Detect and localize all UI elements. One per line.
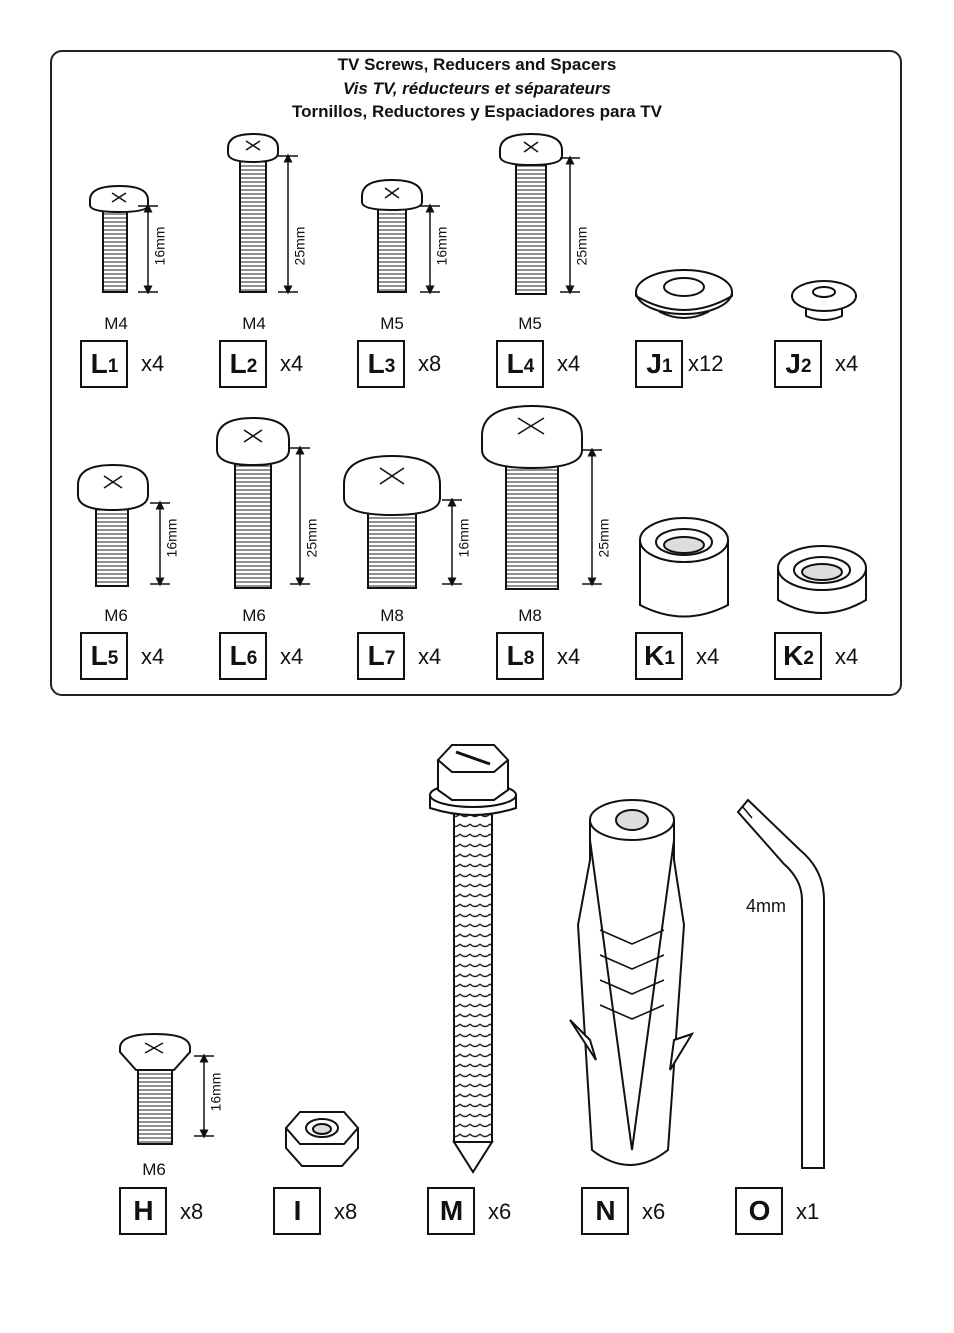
size-label-l8: M8 xyxy=(518,606,542,625)
tv-hardware-panel xyxy=(50,50,902,696)
qty-h: x8 xyxy=(180,1199,204,1224)
length-label-l7: 16mm xyxy=(455,518,472,558)
size-label-l6: M6 xyxy=(242,606,266,625)
lag-bolt-m-icon xyxy=(429,744,517,1174)
qty-l1: x4 xyxy=(141,351,165,376)
screw-l6-icon xyxy=(216,416,290,589)
length-label-l6: 25mm xyxy=(303,518,320,558)
size-label-l3: M5 xyxy=(380,314,404,333)
size-label-h: M6 xyxy=(142,1160,166,1179)
hex-key-o-icon xyxy=(736,798,825,1169)
spacer-k1-icon xyxy=(639,517,729,618)
screw-l2-icon xyxy=(227,132,279,293)
screw-h-icon xyxy=(119,1032,191,1145)
qty-l4: x4 xyxy=(557,351,581,376)
part-box-i: I xyxy=(273,1187,321,1235)
part-box-h: H xyxy=(119,1187,167,1235)
nut-i-icon xyxy=(284,1111,360,1167)
title-english: TV Screws, Reducers and Spacers xyxy=(337,55,617,74)
length-label-l1: 16mm xyxy=(151,226,168,266)
reducer-j2-icon xyxy=(791,280,857,321)
qty-m: x6 xyxy=(488,1199,512,1224)
qty-k1: x4 xyxy=(696,644,720,669)
qty-j1: x12 xyxy=(688,351,724,376)
length-label-l3: 16mm xyxy=(433,226,450,266)
qty-o: x1 xyxy=(796,1199,820,1224)
size-label-l4: M5 xyxy=(518,314,542,333)
screw-l7-icon xyxy=(343,454,441,589)
qty-j2: x4 xyxy=(835,351,859,376)
length-label-l2: 25mm xyxy=(291,226,308,266)
screw-l3-icon xyxy=(361,178,423,293)
title-spanish: Tornillos, Reductores y Espaciadores par… xyxy=(291,102,663,121)
length-label-l5: 16mm xyxy=(163,518,180,558)
wall-anchor-n-icon xyxy=(569,799,695,1166)
length-label-l4: 25mm xyxy=(573,226,590,266)
qty-l3: x8 xyxy=(418,351,442,376)
part-box-m: M xyxy=(427,1187,475,1235)
qty-l6: x4 xyxy=(280,644,304,669)
qty-l5: x4 xyxy=(141,644,165,669)
size-label-l5: M6 xyxy=(104,606,128,625)
screw-l1-icon xyxy=(89,184,149,293)
size-label-l2: M4 xyxy=(242,314,266,333)
length-label-h: 16mm xyxy=(207,1072,224,1112)
size-label-l1: M4 xyxy=(104,314,128,333)
screw-l5-icon xyxy=(77,463,149,587)
length-label-o: 4mm xyxy=(746,896,786,916)
qty-l8: x4 xyxy=(557,644,581,669)
qty-l7: x4 xyxy=(418,644,442,669)
qty-n: x6 xyxy=(642,1199,666,1224)
qty-k2: x4 xyxy=(835,644,859,669)
screw-l8-icon xyxy=(481,404,583,590)
part-box-n: N xyxy=(581,1187,629,1235)
screw-l4-icon xyxy=(499,132,563,295)
length-label-l8: 25mm xyxy=(595,518,612,558)
reducer-j1-icon xyxy=(635,269,733,319)
qty-i: x8 xyxy=(334,1199,358,1224)
part-box-o: O xyxy=(735,1187,783,1235)
qty-l2: x4 xyxy=(280,351,304,376)
size-label-l7: M8 xyxy=(380,606,404,625)
title-french: Vis TV, réducteurs et séparateurs xyxy=(342,79,612,98)
spacer-k2-icon xyxy=(777,545,867,614)
